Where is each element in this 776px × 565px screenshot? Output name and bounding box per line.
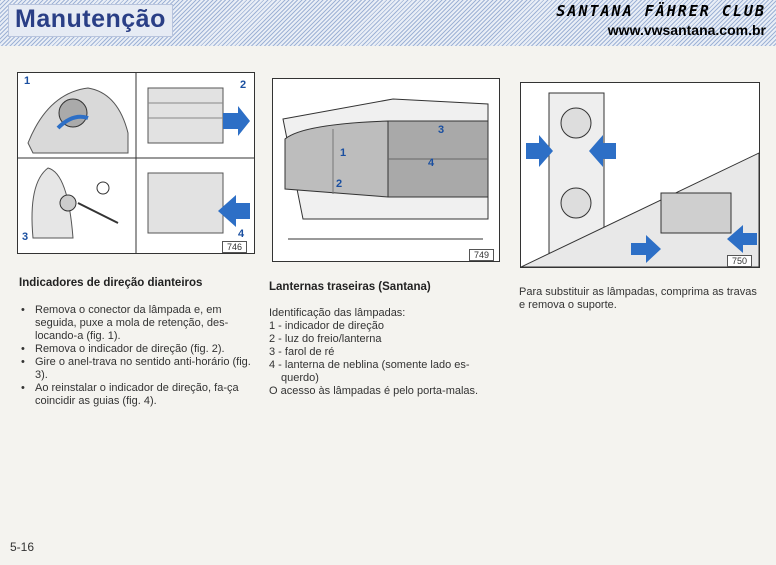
section-title-front-indicators: Indicadores de direção dianteiros [19, 277, 203, 289]
figure-number: 746 [222, 241, 248, 253]
callout-1: 1 [340, 147, 347, 159]
callout-1: 1 [24, 75, 31, 87]
rear-lamp-illustration [282, 98, 489, 240]
section-title-rear-lamps: Lanternas traseiras (Santana) [269, 281, 431, 293]
figure-number: 749 [469, 249, 495, 261]
step-3: Gire o anel-trava no sentido anti-horári… [21, 356, 255, 382]
step-4: Ao reinstalar o indicador de direção, fa… [21, 382, 255, 408]
figure-front-indicators: 1 2 3 4 746 [17, 72, 255, 254]
callout-4: 4 [428, 157, 435, 169]
callout-3: 3 [22, 231, 29, 243]
page-number: 5-16 [10, 540, 35, 554]
text-line: querdo) [281, 372, 319, 384]
text-line: 2 - luz do freio/lanterna [269, 333, 382, 345]
club-website: www.vwsantana.com.br [607, 22, 766, 38]
step-2: Remova o indicador de direção (fig. 2). [21, 343, 255, 356]
callout-3: 3 [438, 124, 445, 136]
callout-2: 2 [240, 79, 247, 91]
callout-2: 2 [336, 178, 343, 190]
lamp-holder-instructions: Para substituir as lâmpadas, comprima as… [519, 286, 757, 311]
lamp-holder-illustration [521, 92, 759, 267]
figure-number: 750 [727, 255, 753, 267]
text-line: O acesso às lâmpadas é pelo porta-malas. [269, 385, 479, 397]
callout-4: 4 [238, 228, 245, 240]
text-line: 1 - indicador de direção [269, 320, 384, 332]
front-indicator-steps: Remova o conector da lâmpada e, em segui… [19, 304, 255, 408]
rear-lamp-list: Identificação das lâmpadas: 1 - indicado… [269, 307, 504, 398]
text-line: 3 - farol de ré [269, 346, 335, 358]
text-line: Identificação das lâmpadas: [269, 307, 406, 319]
figure-rear-lamps: 3 1 4 2 749 [272, 78, 500, 262]
page-title: Manutenção [8, 4, 173, 37]
figure-lamp-holder: 750 [520, 82, 760, 268]
front-indicator-illustration [18, 73, 254, 253]
club-name: SANTANA FÄHRER CLUB [556, 2, 766, 20]
step-1: Remova o conector da lâmpada e, em segui… [21, 304, 255, 343]
text-line: 4 - lanterna de neblina (somente lado es… [269, 359, 470, 371]
